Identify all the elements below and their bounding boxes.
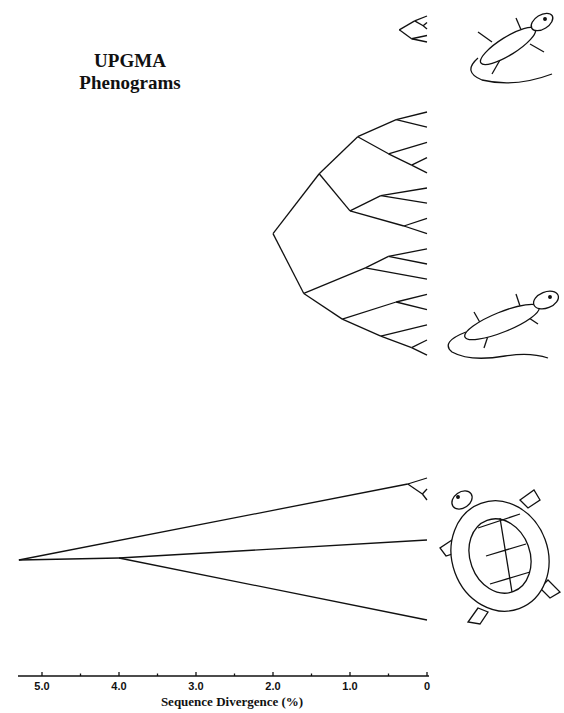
tree-branch (422, 494, 427, 500)
lizard-body (476, 21, 540, 70)
turtle-figure (436, 487, 564, 625)
axis-tick (426, 672, 427, 676)
tree-branch (365, 268, 427, 279)
tree-branch (412, 340, 427, 348)
tree-branch (404, 218, 427, 226)
tick-label: 4.0 (111, 680, 126, 693)
salamander-eye (549, 296, 552, 299)
lizard-leg (530, 44, 544, 52)
phenogram-trees (19, 16, 427, 620)
axis-tick (388, 674, 389, 677)
axis-tick (311, 674, 312, 677)
salamander-figure (448, 288, 561, 359)
tree-branch (389, 249, 428, 257)
tree-branch (408, 484, 423, 494)
x-axis (18, 672, 429, 676)
axis-line (18, 675, 429, 676)
tree-branch (408, 478, 427, 484)
tree-branch (319, 137, 358, 174)
tree-branch (389, 142, 428, 153)
tree-branch (412, 39, 427, 42)
tree-branch (273, 234, 304, 294)
tick-label: 5.0 (34, 680, 49, 693)
tree-branch (19, 484, 408, 560)
tree-branch (350, 211, 404, 226)
tree-branch (389, 154, 412, 165)
salamander-head (531, 288, 561, 313)
chart-title: UPGMA Phenograms (60, 50, 200, 94)
axis-title: Sequence Divergence (%) (161, 694, 303, 709)
turtle-shell (436, 487, 564, 625)
tree-branch (399, 30, 411, 39)
tree-branch (119, 558, 427, 620)
axis-tick (157, 674, 158, 677)
lizard-head (528, 10, 556, 35)
tree-branch (358, 137, 389, 154)
turtle-leg (468, 608, 488, 624)
tick-label: 0 (424, 680, 430, 693)
tree-branch (396, 302, 427, 310)
tree-branch (119, 540, 427, 558)
salamander-body (461, 298, 543, 347)
tree-branch (396, 294, 427, 302)
axis-tick (234, 674, 235, 677)
lizard-eye (544, 18, 547, 21)
tree-branch (342, 319, 381, 336)
tree-branch (304, 293, 343, 319)
salamander-tail (448, 332, 548, 358)
tree-branch (358, 120, 397, 137)
salamander-leg (516, 294, 520, 306)
tree-branch (19, 558, 119, 560)
tree-branch (381, 336, 412, 347)
tick-label: 1.0 (342, 680, 357, 693)
turtle-leg (520, 490, 540, 508)
tree-branch (412, 36, 427, 39)
lizard-figure (471, 10, 556, 83)
tick-label: 3.0 (188, 680, 203, 693)
tree-branch (342, 302, 396, 319)
tree-branch (319, 174, 350, 211)
tick-label: 2.0 (265, 680, 280, 693)
tree-branch (422, 489, 427, 494)
tree-branch (365, 256, 388, 267)
tree-branch (350, 196, 381, 211)
tree-branch (412, 165, 427, 173)
lizard-leg (478, 32, 492, 42)
tree-branch (399, 21, 414, 30)
tree-branch (415, 21, 423, 26)
tree-branch (412, 348, 427, 356)
axis-tick (349, 672, 350, 676)
tree-branch (381, 325, 427, 336)
turtle-scute-lines (478, 514, 530, 592)
tree-branch (396, 112, 427, 120)
axis-tick (272, 672, 273, 676)
tree-branch (404, 226, 427, 234)
tree-branch (381, 188, 427, 196)
turtle-eye (457, 496, 460, 499)
axis-ticks (42, 672, 427, 676)
tree-branch (396, 120, 427, 128)
axis-tick (195, 672, 196, 676)
tree-branch (412, 158, 427, 166)
turtle-scutes (459, 510, 541, 602)
tree-branch (423, 26, 427, 29)
tree-branch (415, 16, 427, 21)
axis-tick (41, 672, 42, 676)
axis-tick (80, 674, 81, 677)
axis-tick (118, 672, 119, 676)
tree-branch (423, 23, 427, 26)
tree-branch (304, 268, 366, 294)
tree-branch (381, 196, 427, 204)
tree-branch (389, 256, 428, 264)
tree-branch (273, 174, 319, 234)
